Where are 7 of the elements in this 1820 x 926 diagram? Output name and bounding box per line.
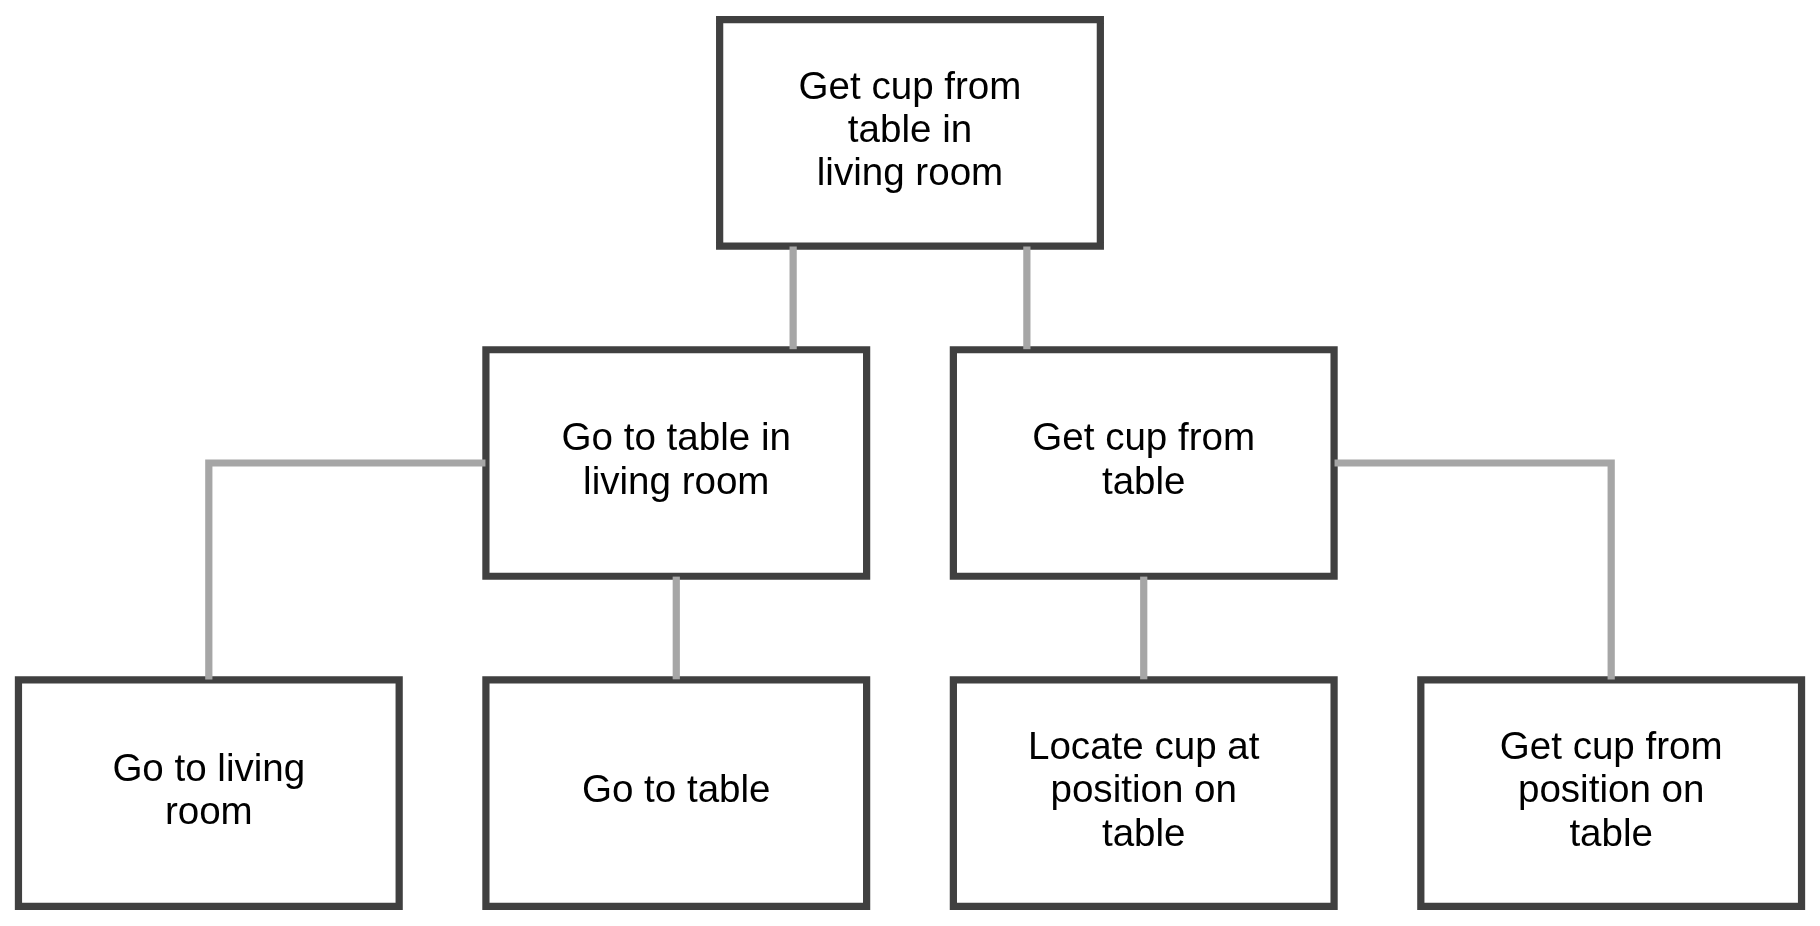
- node-box: Go to table in living room: [482, 346, 871, 580]
- node-box: Get cup from table in living room: [716, 16, 1104, 250]
- node-box: Go to living room: [14, 676, 403, 910]
- node-box: Get cup from position on table: [1417, 676, 1806, 910]
- node-box: Get cup from table: [949, 346, 1338, 580]
- node-box: Go to table: [482, 676, 871, 910]
- node-box: Locate cup at position on table: [949, 676, 1338, 910]
